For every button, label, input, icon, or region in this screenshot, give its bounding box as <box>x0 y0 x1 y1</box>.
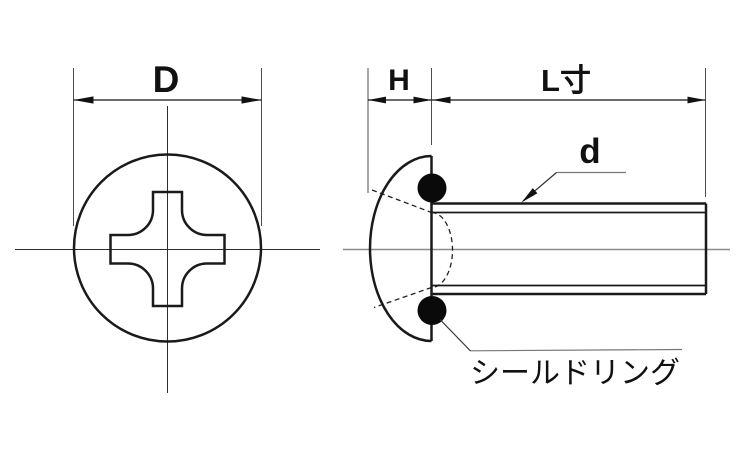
callout-thread-diameter: d <box>521 132 626 203</box>
label-thread-diameter: d <box>579 132 600 171</box>
recess-hidden-arc <box>431 211 454 289</box>
arrow-right-icon <box>687 96 706 104</box>
front-view <box>15 106 320 393</box>
seal-ring-dot-bottom <box>417 296 447 325</box>
arrow-down-left-icon <box>521 188 538 203</box>
side-view <box>343 154 730 343</box>
callout-seal-ring: シールドリング <box>439 319 683 390</box>
dimension-screw-length: L寸 <box>432 63 706 197</box>
dimension-head-height: H <box>367 64 432 193</box>
label-screw-length: L寸 <box>541 63 591 98</box>
head-outline-circle <box>72 153 263 343</box>
label-head-diameter: D <box>153 59 180 100</box>
recess-hidden-line-bottom <box>373 286 432 309</box>
phillips-recess <box>109 190 226 308</box>
arrow-left-icon <box>73 96 94 104</box>
dimension-head-diameter: D <box>73 59 262 226</box>
seal-ring-leader-shelf <box>470 348 683 352</box>
arrow-right-icon <box>413 96 432 104</box>
label-seal-ring: シールドリング <box>470 357 680 390</box>
arrow-right-icon <box>241 96 262 104</box>
arrow-left-icon <box>432 96 451 104</box>
seal-ring-leader-line <box>439 319 471 352</box>
head-dome-profile <box>368 154 432 343</box>
label-head-height: H <box>388 64 410 97</box>
arrow-left-icon <box>368 96 386 104</box>
seal-ring-dot-top <box>417 173 447 203</box>
